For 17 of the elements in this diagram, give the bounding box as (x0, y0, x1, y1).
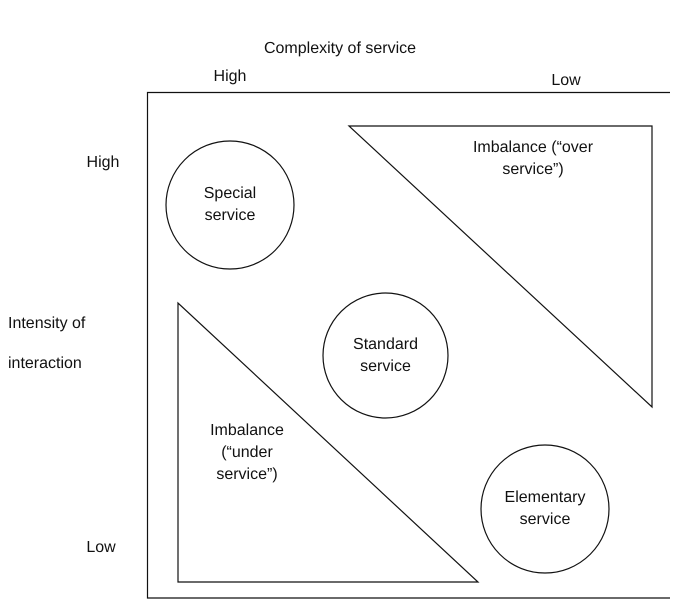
category-circle (480, 444, 610, 574)
triangle-region (177, 302, 479, 583)
axis-tick-label: High (212, 67, 248, 87)
axis-tick-label: Low (550, 71, 582, 91)
circle-label: Elementary service (504, 488, 586, 530)
circle-label: Standard service (352, 334, 419, 376)
axis-tick-label: Low (85, 538, 117, 558)
axis-title: Intensity of interaction (7, 314, 86, 374)
axis-title: Complexity of service (262, 39, 418, 59)
circle-label: Special service (202, 184, 258, 226)
triangle-region (348, 125, 653, 408)
matrix-frame (147, 92, 670, 598)
category-circle (165, 140, 295, 270)
axis-tick-label: High (86, 153, 120, 173)
region-label: Imbalance (“over service”) (472, 138, 594, 180)
category-circle (322, 292, 449, 419)
region-label: Imbalance (“under service”) (209, 421, 285, 485)
